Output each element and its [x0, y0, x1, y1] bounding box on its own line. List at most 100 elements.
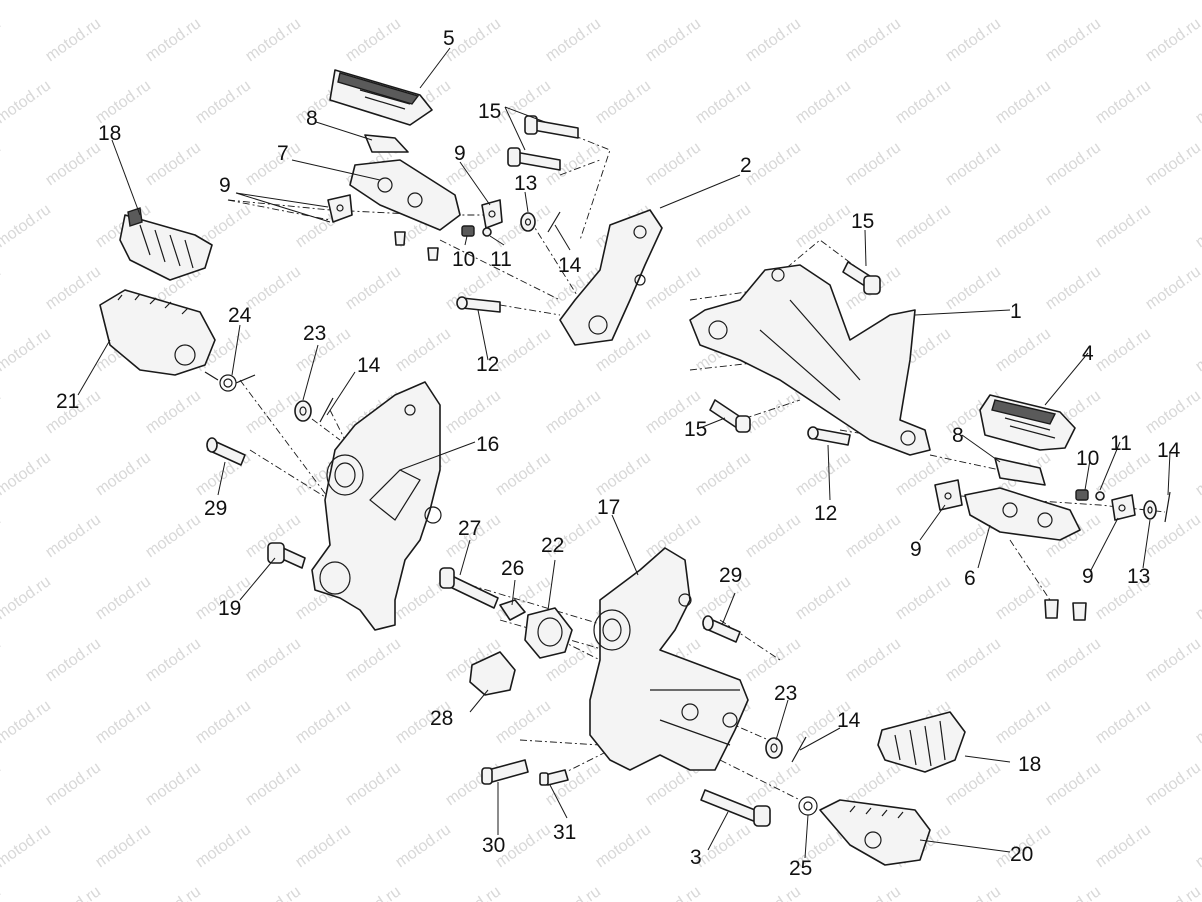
- callout-18-left: 18: [98, 122, 121, 145]
- watermark-text: motod.ru: [0, 821, 54, 871]
- watermark-text: motod.ru: [1143, 263, 1202, 313]
- pivot-pin-upper: [456, 296, 501, 313]
- watermark-text: motod.ru: [843, 635, 904, 685]
- watermark-text: motod.ru: [1193, 449, 1202, 499]
- watermark-text: motod.ru: [1043, 263, 1104, 313]
- watermark-text: motod.ru: [0, 201, 54, 251]
- pivot-pin-left: [206, 437, 246, 466]
- bushing-small: [499, 599, 526, 621]
- callout-labels: 5 8 7 9 9 13 15 2 10 11 14 18 24 21 23 1…: [56, 27, 1181, 880]
- spring-plate-upper-left: [327, 194, 353, 223]
- watermark-text: motod.ru: [43, 759, 104, 809]
- watermark-text: motod.ru: [893, 201, 954, 251]
- watermark-text: motod.ru: [443, 387, 504, 437]
- watermark-text: motod.ru: [943, 139, 1004, 189]
- watermark-text: motod.ru: [893, 0, 954, 3]
- watermark-text: motod.ru: [543, 883, 604, 902]
- callout-14-lower-right: 14: [837, 709, 861, 732]
- spring-plate-right-b: [1111, 494, 1136, 521]
- watermark-text: motod.ru: [0, 759, 4, 809]
- footrest-bracket-left: [311, 381, 442, 631]
- watermark-text: motod.ru: [743, 635, 804, 685]
- watermark-text: motod.ru: [843, 139, 904, 189]
- bolt-right-upper: [842, 261, 881, 295]
- detent-ball-right: [1095, 491, 1105, 501]
- fitting-30: [481, 759, 529, 785]
- watermark-text: motod.ru: [93, 0, 154, 3]
- watermark-text: motod.ru: [193, 0, 254, 3]
- callout-27: 27: [458, 517, 481, 540]
- washer-upper: [520, 212, 536, 232]
- watermark-text: motod.ru: [743, 387, 804, 437]
- watermark-text: motod.ru: [0, 0, 54, 3]
- watermark-text: motod.ru: [43, 635, 104, 685]
- callout-23-left: 23: [303, 322, 326, 345]
- watermark-text: motod.ru: [93, 77, 154, 127]
- footrest-bracket-right: [589, 547, 749, 771]
- watermark-text: motod.ru: [993, 77, 1054, 127]
- callout-9-right-right: 9: [1082, 565, 1094, 588]
- watermark-text: motod.ru: [143, 15, 204, 65]
- watermark-text: motod.ru: [1193, 697, 1202, 747]
- watermark-text: motod.ru: [93, 573, 154, 623]
- bushing-large: [524, 607, 573, 659]
- watermark-text: motod.ru: [1143, 387, 1202, 437]
- watermark-text: motod.ru: [93, 449, 154, 499]
- callout-2: 2: [740, 154, 752, 177]
- watermark-text: motod.ru: [693, 821, 754, 871]
- watermark-text: motod.ru: [293, 0, 354, 3]
- watermark-text: motod.ru: [793, 449, 854, 499]
- watermark-text: motod.ru: [543, 15, 604, 65]
- watermark-text: motod.ru: [1193, 201, 1202, 251]
- watermark-text: motod.ru: [493, 325, 554, 375]
- watermark-text: motod.ru: [693, 201, 754, 251]
- callout-7: 7: [277, 142, 289, 165]
- watermark-text: motod.ru: [643, 883, 704, 902]
- watermark-text: motod.ru: [593, 77, 654, 127]
- watermark-text: motod.ru: [93, 821, 154, 871]
- watermark-text: motod.ru: [343, 883, 404, 902]
- screws-right: [1044, 599, 1087, 621]
- callout-5: 5: [443, 27, 455, 50]
- watermark-text: motod.ru: [143, 139, 204, 189]
- watermark-text: motod.ru: [1093, 0, 1154, 3]
- callout-30: 30: [482, 834, 505, 857]
- washer-middle-left: [294, 400, 312, 422]
- watermark-text: motod.ru: [143, 387, 204, 437]
- watermark-text: motod.ru: [243, 15, 304, 65]
- watermark-text: motod.ru: [0, 635, 4, 685]
- watermark-text: motod.ru: [243, 883, 304, 902]
- watermark-text: motod.ru: [143, 511, 204, 561]
- watermark-text: motod.ru: [943, 759, 1004, 809]
- watermark-text: motod.ru: [993, 0, 1054, 3]
- watermark-text: motod.ru: [643, 15, 704, 65]
- callout-11-right: 11: [1110, 432, 1132, 455]
- callout-22: 22: [541, 534, 564, 557]
- callout-14-right: 14: [1157, 439, 1181, 462]
- watermark-text: motod.ru: [793, 0, 854, 3]
- bolt-right-lower: [709, 399, 751, 433]
- watermark-text: motod.ru: [293, 821, 354, 871]
- callout-15-right-lower: 15: [684, 418, 707, 441]
- bolt-long-lower: [700, 789, 771, 827]
- watermark-text: motod.ru: [1043, 139, 1104, 189]
- footpeg-rubber-right: [979, 394, 1076, 451]
- watermark-text: motod.ru: [743, 759, 804, 809]
- pivot-pin-right: [807, 426, 851, 446]
- watermark-text: motod.ru: [0, 325, 54, 375]
- callout-6: 6: [964, 567, 976, 590]
- watermark-text: motod.ru: [1043, 635, 1104, 685]
- callout-23-right: 23: [774, 682, 797, 705]
- callout-18-right: 18: [1018, 753, 1041, 776]
- watermark-text: motod.ru: [0, 573, 54, 623]
- watermark-text: motod.ru: [1193, 573, 1202, 623]
- callout-8-right: 8: [952, 424, 964, 447]
- callout-21: 21: [56, 390, 79, 413]
- rear-footrest-bracket-right: [689, 264, 931, 456]
- callout-8-upper: 8: [306, 107, 318, 130]
- watermark-text: motod.ru: [693, 77, 754, 127]
- watermark-text: motod.ru: [843, 511, 904, 561]
- callout-3: 3: [690, 846, 702, 869]
- washer-lower-right: [765, 737, 783, 759]
- callout-26: 26: [501, 557, 524, 580]
